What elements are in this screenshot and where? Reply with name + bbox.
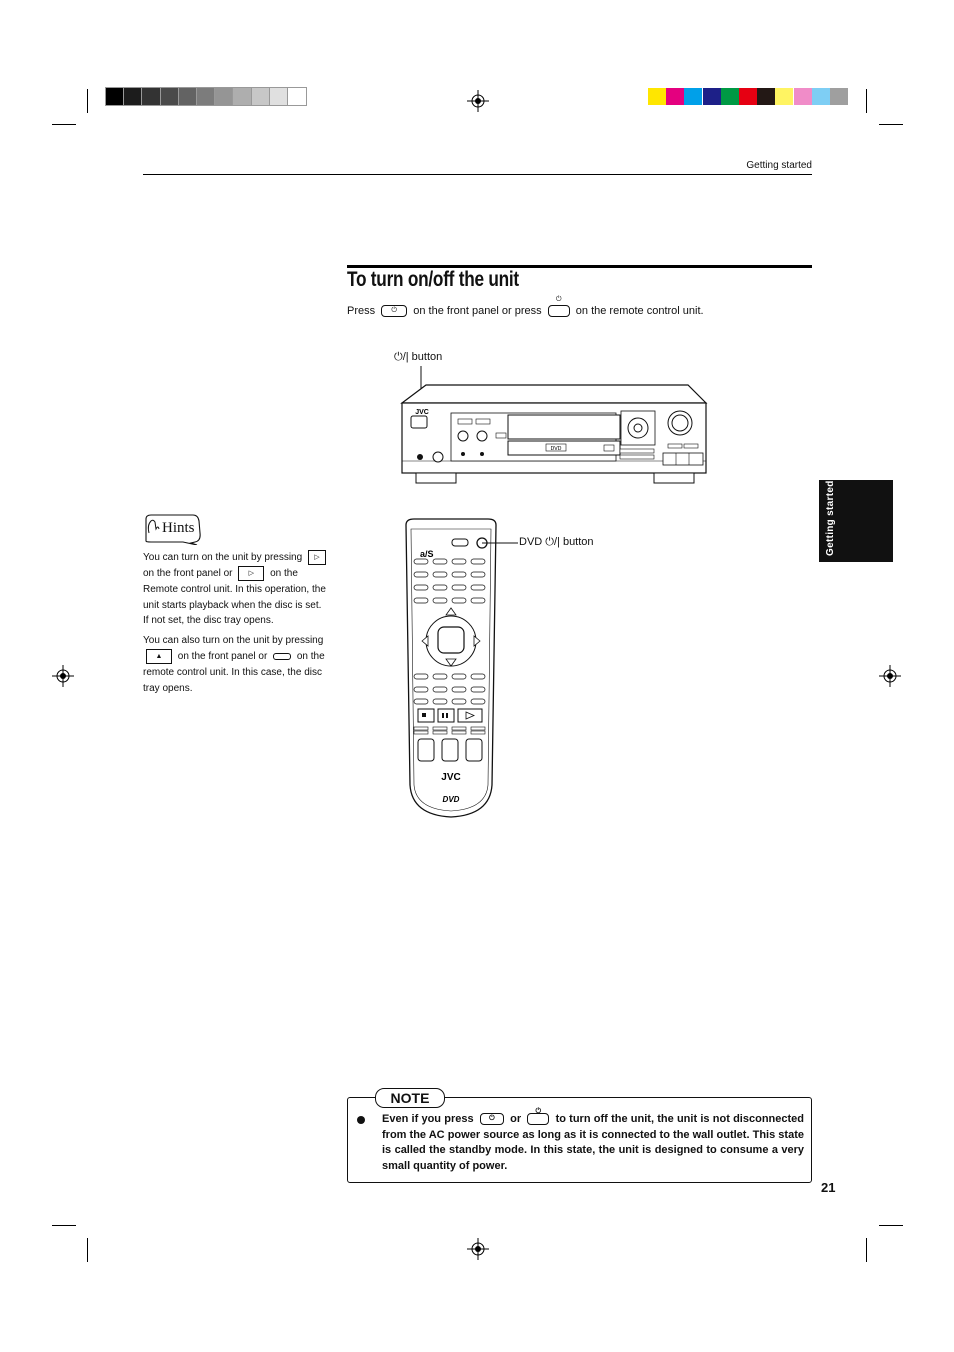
standby-key-icon: ⏻: [381, 305, 408, 318]
intro-text: Press ⏻ on the front panel or press ⏻ on…: [347, 296, 704, 318]
color-swatch: [720, 88, 739, 105]
gray-swatch: [105, 87, 125, 106]
remote-button: [432, 726, 448, 731]
page-title: To turn on/off the unit: [347, 268, 519, 291]
gray-swatch: [141, 87, 162, 106]
remote-button: [451, 558, 467, 565]
remote-button: [413, 698, 429, 705]
remote-standby-key-icon: ⏻: [547, 296, 570, 318]
side-tab: Getting started: [819, 480, 893, 562]
standby-button-label: ⏻/| button: [394, 351, 443, 363]
remote-button: [432, 558, 448, 565]
remote-button: [470, 686, 486, 693]
remote-button: [413, 571, 429, 578]
registration-mark-bottom: [467, 1238, 489, 1260]
color-swatch: [684, 88, 703, 105]
remote-button: [432, 673, 448, 680]
color-swatch: [793, 88, 812, 105]
color-swatch: [775, 88, 794, 105]
remote-button: [413, 686, 429, 693]
section-header: Getting started: [746, 160, 812, 171]
remote-button: [413, 726, 429, 731]
remote-button: [432, 686, 448, 693]
color-swatch: [702, 88, 721, 105]
note-bullet: [357, 1116, 365, 1124]
remote-button: [413, 597, 429, 604]
gray-swatch: [159, 87, 180, 106]
gray-swatch: [287, 87, 307, 106]
remote-control-illustration: a/S JVC DVD: [405, 518, 497, 818]
remote-button: [451, 571, 467, 578]
color-swatch: [666, 88, 685, 105]
gray-swatch: [232, 87, 253, 106]
note-standby-key-icon: ⏻: [479, 1113, 504, 1126]
remote-button: [432, 597, 448, 604]
gray-swatch: [123, 87, 144, 106]
note-remote-standby-key-icon: ⏻: [527, 1108, 550, 1126]
remote-button: [432, 571, 448, 578]
color-swatch: [757, 88, 776, 105]
note-heading: NOTE: [375, 1088, 445, 1108]
page-number: 21: [821, 1180, 836, 1195]
remote-button: [413, 673, 429, 680]
registration-mark-top: [467, 90, 489, 112]
remote-button: [413, 730, 429, 735]
remote-button: [470, 730, 486, 735]
header-rule: [143, 174, 812, 175]
remote-button-rows: [413, 558, 486, 735]
remote-button: [451, 597, 467, 604]
remote-brand-logo: JVC: [441, 772, 460, 783]
remote-button: [451, 730, 467, 735]
note-box: [347, 1097, 812, 1183]
gray-swatch: [214, 87, 235, 106]
remote-button: [470, 558, 486, 565]
registration-mark-right: [879, 665, 901, 687]
gray-swatch: [250, 87, 271, 106]
gray-swatch: [177, 87, 198, 106]
gray-swatch: [196, 87, 216, 106]
dvd-standby-button-label: DVD ⏻/| button: [519, 536, 594, 548]
front-play-key-icon: ▷: [307, 550, 326, 565]
svg-text:a/S: a/S: [420, 549, 434, 559]
remote-eject-key-icon: [273, 653, 292, 661]
remote-button: [432, 698, 448, 705]
front-eject-key-icon: ▲: [146, 649, 172, 665]
player-brand-logo: JVC: [415, 409, 429, 416]
color-swatch: [739, 88, 757, 105]
color-swatch: [830, 88, 848, 105]
gray-swatch: [268, 87, 289, 106]
hints-paragraph-2: You can also turn on the unit by pressin…: [143, 635, 325, 694]
title-rule: [347, 265, 812, 268]
remote-button: [451, 584, 467, 591]
remote-button: [470, 571, 486, 578]
dvd-player-illustration: DVD JVC: [400, 384, 708, 484]
remote-dvd-badge: DVD: [443, 795, 460, 804]
remote-play-key-icon: ▷: [238, 565, 265, 581]
remote-button: [432, 730, 448, 735]
registration-mark-left: [52, 665, 74, 687]
hints-paragraph-1: You can turn on the unit by pressing ▷ o…: [143, 550, 329, 629]
remote-button: [470, 726, 486, 731]
remote-button: [451, 686, 467, 693]
remote-button: [413, 584, 429, 591]
note-body: Even if you press ⏻ or ⏻ to turn off the…: [382, 1108, 804, 1172]
remote-button: [451, 673, 467, 680]
remote-button: [432, 584, 448, 591]
color-swatch: [811, 88, 830, 105]
remote-button: [470, 673, 486, 680]
remote-button: [470, 698, 486, 705]
dvd-standby-callout-line: [482, 542, 518, 544]
color-swatch: [648, 88, 666, 105]
remote-button: [470, 584, 486, 591]
remote-button: [451, 726, 467, 731]
hand-icon: [145, 514, 201, 545]
remote-button: [470, 597, 486, 604]
hints-heading: Hints: [143, 513, 203, 545]
remote-button: [451, 698, 467, 705]
remote-button: [413, 558, 429, 565]
player-dvd-badge: DVD: [550, 446, 561, 452]
hints-body: You can turn on the unit by pressing ▷ o…: [143, 550, 329, 701]
